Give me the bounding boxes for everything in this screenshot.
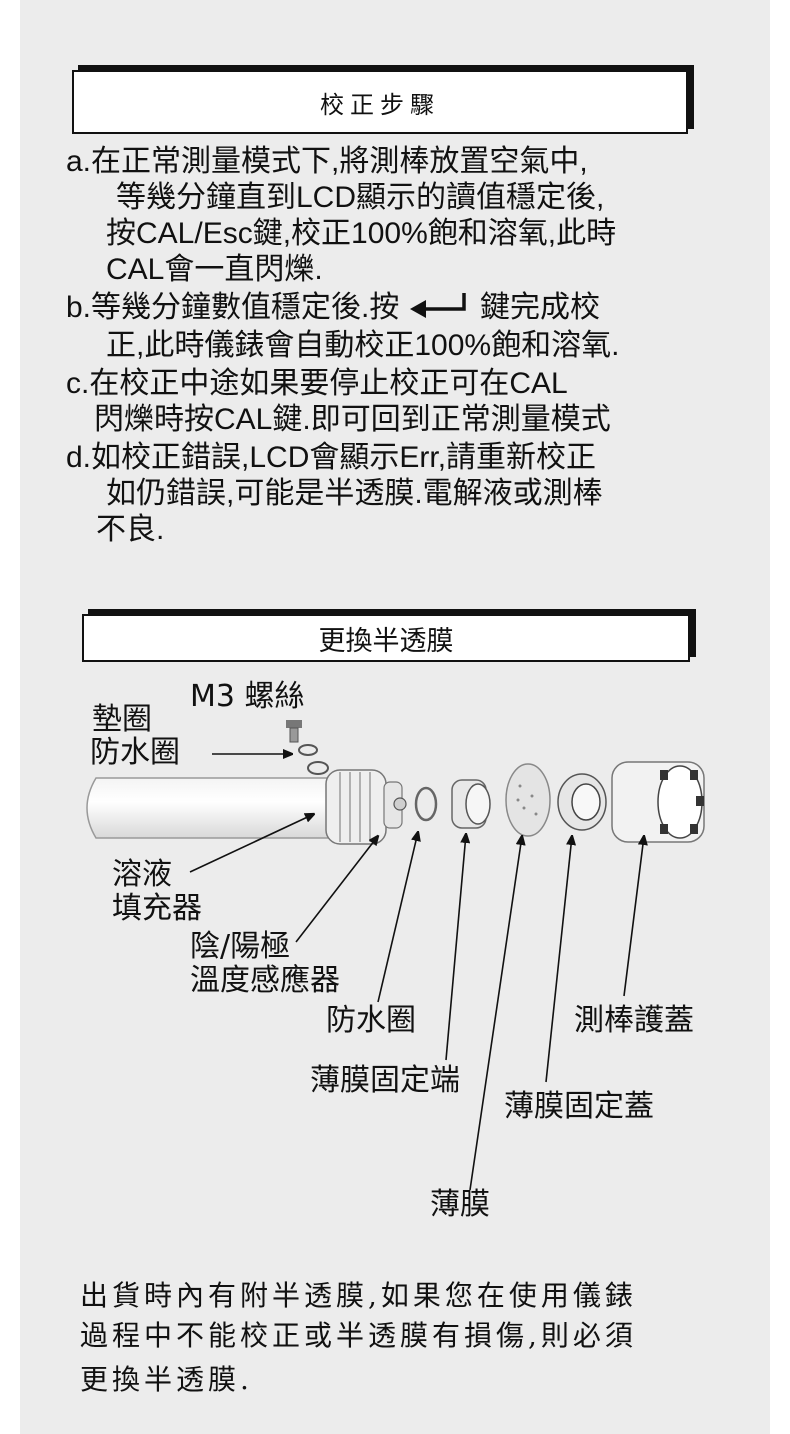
step-a-line-3: 按CAL/Esc鍵,校正100%飽和溶氧,此時 [106, 217, 617, 250]
step-b-line-2: 正,此時儀錶會自動校正100%飽和溶氧. [106, 329, 620, 362]
enter-key-icon [408, 291, 472, 321]
step-b-line-1-text: b.等幾分鐘數值穩定後.按 [66, 291, 400, 324]
manual-page [20, 0, 770, 1434]
step-a-line-4: CAL會一直閃爍. [106, 253, 323, 286]
label-filler-line-1: 溶液 [112, 857, 172, 892]
step-a-line-1: a.在正常測量模式下,將測棒放置空氣中, [66, 145, 588, 178]
note-line-1: 出貨時內有附半透膜,如果您在使用儀錶 [80, 1279, 637, 1312]
step-d-line-3: 不良. [96, 513, 165, 546]
label-m3-screw: M3 螺絲 [190, 679, 305, 714]
calibration-steps-title: 校正步驟 [72, 70, 688, 134]
label-washer: 墊圈 [92, 702, 152, 737]
note-line-2: 過程中不能校正或半透膜有損傷,則必須 [80, 1319, 637, 1352]
label-sensor-line-2: 溫度感應器 [190, 963, 340, 998]
note-line-3: 更換半透膜. [80, 1363, 253, 1396]
label-probe-cover: 測棒護蓋 [574, 1003, 694, 1038]
label-filler-line-2: 填充器 [112, 891, 202, 926]
replace-membrane-title-text: 更換半透膜 [318, 625, 454, 657]
step-a-line-2: 等幾分鐘直到LCD顯示的讀值穩定後, [116, 181, 605, 214]
step-c-line-2: 閃爍時按CAL鍵.即可回到正常測量模式 [94, 403, 611, 436]
step-b-line-1: b.等幾分鐘數值穩定後.按 鍵完成校 [66, 290, 600, 326]
step-d-line-1: d.如校正錯誤,LCD會顯示Err,請重新校正 [66, 441, 597, 474]
step-c-line-1: c.在校正中途如果要停止校正可在CAL [66, 367, 568, 400]
step-d-line-2: 如仍錯誤,可能是半透膜.電解液或測棒 [106, 477, 603, 510]
label-membrane: 薄膜 [430, 1187, 490, 1222]
label-waterproof-ring-2: 防水圈 [326, 1003, 416, 1038]
label-sensor-line-1: 陰/陽極 [190, 929, 291, 964]
step-b-line-1-text-2: 鍵完成校 [480, 291, 601, 324]
label-membrane-holder-end: 薄膜固定端 [310, 1063, 460, 1098]
replace-membrane-title: 更換半透膜 [82, 614, 690, 662]
calibration-steps-title-text: 校正步驟 [320, 90, 440, 119]
label-waterproof-ring-1: 防水圈 [90, 735, 180, 770]
label-membrane-holder-cap: 薄膜固定蓋 [504, 1089, 654, 1124]
